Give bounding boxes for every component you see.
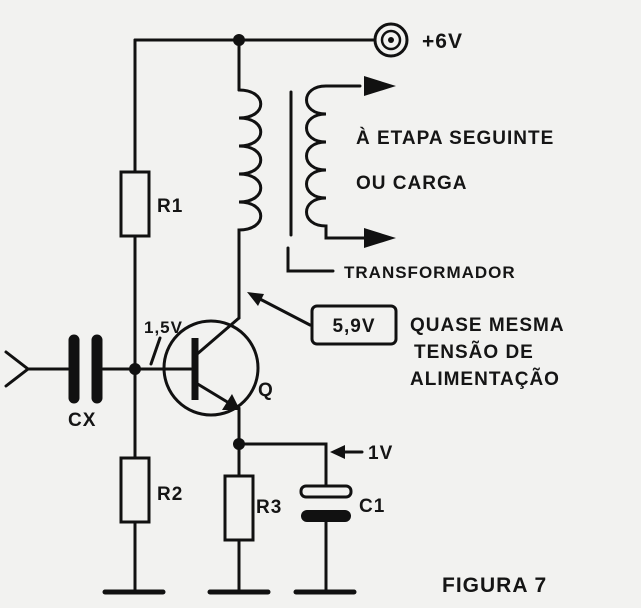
c1-positive-plate xyxy=(299,484,353,499)
note-line1: QUASE MESMA xyxy=(410,315,565,336)
base-voltage-pointer xyxy=(149,336,162,366)
q-label: Q xyxy=(258,380,274,401)
transformer-label: TRANSFORMADOR xyxy=(344,263,516,282)
collector-voltage-arrowhead xyxy=(247,292,264,306)
note-line3: ALIMENTAÇÃO xyxy=(410,368,560,390)
r3-label: R3 xyxy=(256,497,282,518)
r3-resistor xyxy=(223,474,255,542)
collector-voltage-label: 5,9V xyxy=(332,316,375,337)
emitter-to-c1-wire xyxy=(237,442,328,488)
cx-capacitor xyxy=(68,334,103,404)
emitter-voltage-arrowhead xyxy=(330,445,345,459)
transformer-bracket xyxy=(286,246,335,273)
note-line2: TENSÃO DE xyxy=(414,341,534,363)
r2-resistor xyxy=(119,456,151,524)
input-terminal xyxy=(4,350,31,388)
emitter-voltage-label: 1V xyxy=(368,443,393,464)
c1-negative-plate xyxy=(301,510,351,522)
r2-label: R2 xyxy=(157,484,183,505)
r1-resistor xyxy=(119,170,151,238)
supply-terminal xyxy=(373,22,409,58)
output-arrow-bottom xyxy=(364,228,396,248)
cx-label: CX xyxy=(68,410,96,431)
base-voltage-label: 1,5V xyxy=(144,318,183,337)
transistor-q xyxy=(162,316,260,417)
figure-caption: FIGURA 7 xyxy=(442,574,547,597)
r1-label: R1 xyxy=(157,196,183,217)
c1-label: C1 xyxy=(359,496,385,517)
output-label-line2: OU CARGA xyxy=(356,173,467,194)
transformer-primary-coil xyxy=(237,88,263,240)
collector-voltage-box xyxy=(310,304,398,346)
output-arrow-top xyxy=(364,76,396,96)
transformer-secondary-coil xyxy=(305,84,370,240)
output-label-line1: À ETAPA SEGUINTE xyxy=(356,127,554,149)
collector-voltage-pointer xyxy=(256,296,312,327)
supply-label: +6V xyxy=(422,30,463,53)
